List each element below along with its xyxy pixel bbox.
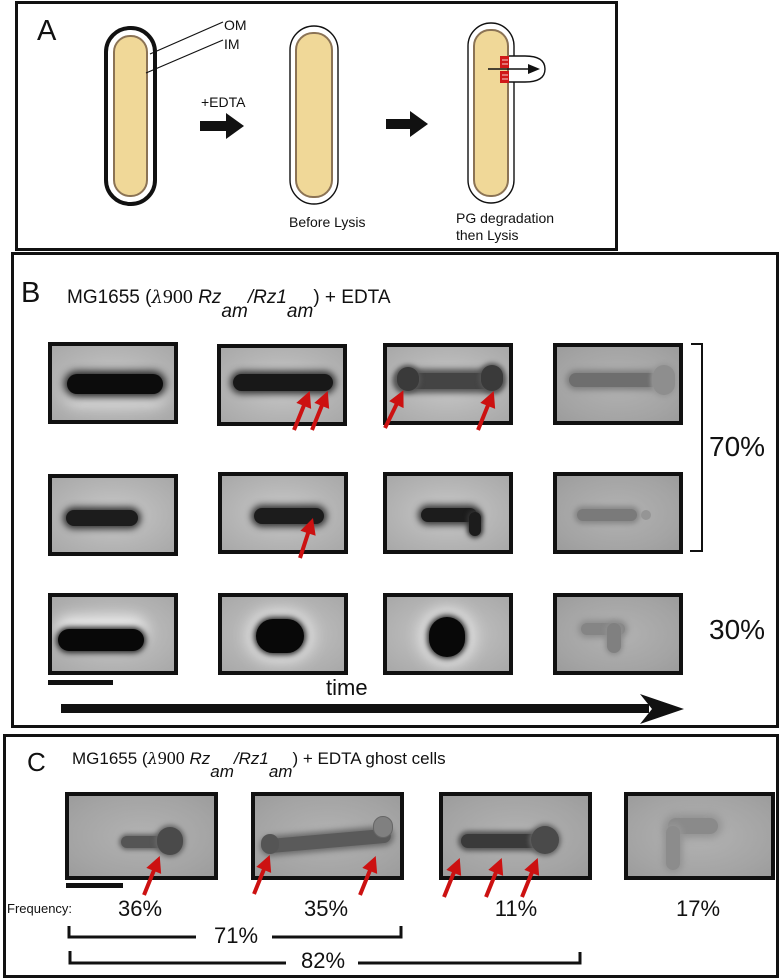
cell-edta-icon bbox=[289, 25, 339, 205]
ghost-cell-c3 bbox=[439, 792, 592, 880]
red-arrow-icon bbox=[246, 852, 278, 897]
im-label: IM bbox=[224, 36, 240, 52]
red-arrow-icon bbox=[292, 515, 321, 561]
panel-a-diagram bbox=[104, 21, 546, 206]
micrograph-b-r3-c4 bbox=[553, 593, 683, 675]
red-arrow-icon bbox=[470, 388, 502, 433]
frequency-c1: 36% bbox=[117, 896, 163, 921]
pg-label-line2: then Lysis bbox=[456, 227, 519, 243]
ghost-cell-c2 bbox=[251, 792, 404, 880]
panel-a-label: A bbox=[37, 15, 57, 47]
red-arrow-icon bbox=[478, 855, 510, 900]
micrograph-b-r1-c2 bbox=[217, 344, 347, 426]
edta-label: +EDTA bbox=[201, 94, 246, 110]
micrograph-b-r1-c4 bbox=[553, 343, 683, 425]
frequency-c3: 11% bbox=[494, 896, 538, 921]
before-lysis-label: Before Lysis bbox=[289, 214, 366, 230]
micrograph-b-r3-c1 bbox=[48, 593, 178, 675]
micrograph-b-r2-c2 bbox=[218, 472, 348, 554]
pg-label-line1: PG degradation bbox=[456, 210, 555, 226]
cell-lysis-icon bbox=[467, 22, 546, 204]
panel-b-label: B bbox=[21, 277, 41, 309]
percent-30: 30% bbox=[709, 614, 766, 645]
red-arrow-icon bbox=[352, 853, 384, 898]
micrograph-b-r2-c3 bbox=[383, 472, 513, 554]
percent-70: 70% bbox=[709, 431, 766, 462]
frequency-c4: 17% bbox=[675, 896, 721, 921]
bracket-71-percent: 71% bbox=[213, 923, 259, 948]
panel-c-label: C bbox=[27, 747, 46, 777]
panel-b-header: MG1655 (λ900 Rzam/Rz1am) + EDTA bbox=[67, 286, 391, 322]
micrograph-b-r1-c1 bbox=[48, 342, 178, 424]
time-arrow-shaft bbox=[61, 704, 649, 713]
red-arrow-icon bbox=[514, 855, 546, 900]
frequency-label: Frequency: bbox=[7, 901, 73, 916]
panel-b-arrows bbox=[48, 343, 703, 724]
bracket-82-percent: 82% bbox=[300, 948, 346, 973]
panel-c-overlays bbox=[66, 852, 582, 965]
cell-intact-icon bbox=[104, 26, 157, 206]
om-label: OM bbox=[224, 17, 247, 33]
scale-bar bbox=[66, 883, 123, 888]
micrograph-b-r2-c1 bbox=[48, 474, 178, 556]
time-label: time bbox=[326, 675, 368, 700]
micrograph-b-r3-c2 bbox=[218, 593, 348, 675]
process-arrow-icon bbox=[386, 111, 428, 137]
time-arrow-icon bbox=[640, 694, 684, 724]
process-arrow-icon bbox=[200, 113, 244, 139]
micrograph-b-r1-c3 bbox=[383, 343, 513, 425]
panel-c-header: MG1655 (λ900 Rzam/Rz1am) + EDTA ghost ce… bbox=[72, 748, 446, 781]
red-arrow-icon bbox=[136, 853, 168, 898]
micrograph-b-r3-c3 bbox=[383, 593, 513, 675]
red-arrow-icon bbox=[377, 386, 411, 432]
scale-bar bbox=[48, 680, 113, 685]
micrograph-b-r2-c4 bbox=[553, 472, 683, 554]
frequency-c2: 35% bbox=[303, 896, 349, 921]
red-arrow-icon bbox=[436, 855, 468, 900]
ghost-cell-c1 bbox=[65, 792, 218, 880]
ghost-cell-c4 bbox=[624, 792, 775, 880]
